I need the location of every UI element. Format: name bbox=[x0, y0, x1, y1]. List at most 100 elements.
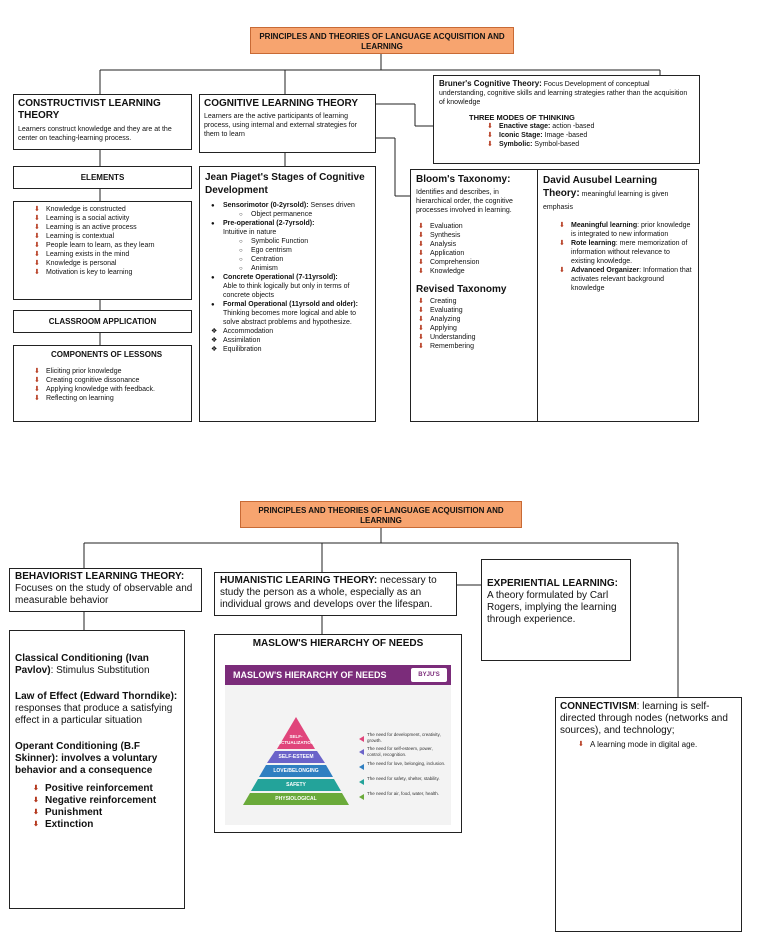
component-item: Reflecting on learning bbox=[46, 394, 187, 403]
piaget-subitem: Ego centrism bbox=[251, 246, 370, 255]
revised-taxonomy-heading: Revised Taxonomy bbox=[416, 284, 532, 296]
piaget-subitem: Object permanence bbox=[251, 210, 370, 219]
elements-list: Knowledge is constructedLearning is a so… bbox=[46, 205, 187, 277]
piaget-s1-bold: Sensorimotor (0-2yrsold): bbox=[223, 202, 309, 209]
need-text-3: The need for love, belonging, inclusion. bbox=[367, 761, 447, 767]
maslow-heading: MASLOW'S HIERARCHY OF NEEDS bbox=[215, 638, 461, 649]
ausubel-box: David Ausubel Learning Theory: meaningfu… bbox=[537, 169, 699, 422]
behaviorist-heading: BEHAVIORIST LEARNING THEORY: bbox=[15, 571, 196, 583]
element-item: Learning is a social activity bbox=[46, 214, 187, 223]
piaget-subitem: Symbolic Function bbox=[251, 237, 370, 246]
connectivism-text-block: CONNECTIVISM: learning is self-directed … bbox=[560, 701, 737, 737]
level-physiological: PHYSIOLOGICAL bbox=[243, 795, 349, 803]
elements-box: ELEMENTS bbox=[13, 166, 192, 189]
constructivist-heading: CONSTRUCTIVIST LEARNING THEORY bbox=[18, 98, 187, 122]
element-item: Knowledge is constructed bbox=[46, 205, 187, 214]
bruner-mode-item-bold: Symbolic: bbox=[499, 141, 532, 148]
operant-item: Punishment bbox=[45, 807, 179, 819]
classical-text: : Stimulus Substitution bbox=[51, 665, 150, 676]
piaget-s4-text: Thinking becomes more logical and able t… bbox=[223, 310, 356, 326]
ausubel-item-bold: Advanced Organizer bbox=[571, 267, 639, 274]
ausubel-item: Rote learning: mere memorization of info… bbox=[571, 239, 693, 266]
humanistic-box: HUMANISTIC LEARING THEORY: necessary to … bbox=[214, 572, 457, 616]
piaget-heading: Jean Piaget's Stages of Cognitive Develo… bbox=[205, 171, 370, 197]
piaget-stage-2: Pre-operational (2-7yrsold):Intuitive in… bbox=[223, 219, 370, 273]
experiential-box: EXPERIENTIAL LEARNING: A theory formulat… bbox=[481, 559, 631, 661]
bruner-heading: Bruner's Cognitive Theory: bbox=[439, 79, 542, 88]
bruner-modes-heading: THREE MODES OF THINKING bbox=[469, 113, 694, 122]
level-love-belonging: LOVE/BELONGING bbox=[259, 767, 333, 775]
piaget-s1-sublist: Object permanence bbox=[251, 210, 370, 219]
humanistic-text-block: HUMANISTIC LEARING THEORY: necessary to … bbox=[220, 575, 451, 611]
constructivist-box: CONSTRUCTIVIST LEARNING THEORY Learners … bbox=[13, 94, 192, 150]
revised-item: Analyzing bbox=[430, 315, 532, 324]
need-arrow-2 bbox=[359, 749, 364, 755]
element-item: Learning exists in the mind bbox=[46, 250, 187, 259]
connectivism-list: A learning mode in digital age. bbox=[590, 740, 737, 750]
components-list: Eliciting prior knowledgeCreating cognit… bbox=[46, 367, 187, 403]
piaget-s2-sublist: Symbolic FunctionEgo centrismCentrationA… bbox=[251, 237, 370, 273]
ausubel-item: Advanced Organizer: Information that act… bbox=[571, 266, 693, 293]
piaget-extra-item: Accommodation bbox=[223, 327, 370, 336]
component-item: Eliciting prior knowledge bbox=[46, 367, 187, 376]
constructivist-text: Learners construct knowledge and they ar… bbox=[18, 125, 187, 143]
bruner-mode-item-bold: Iconic Stage: bbox=[499, 132, 543, 139]
bloom-text: Identifies and describes, in hierarchica… bbox=[416, 188, 532, 215]
bruner-mode-item-text: Symbol-based bbox=[532, 141, 579, 148]
experiential-heading: EXPERIENTIAL LEARNING: bbox=[487, 578, 618, 589]
ausubel-item-bold: Rote learning bbox=[571, 240, 616, 247]
component-item: Creating cognitive dissonance bbox=[46, 376, 187, 385]
need-text-1: The need for development, creativity, gr… bbox=[367, 732, 447, 743]
page1-title-text: PRINCIPLES AND THEORIES OF LANGUAGE ACQU… bbox=[259, 32, 504, 51]
experiential-text-block: EXPERIENTIAL LEARNING: A theory formulat… bbox=[487, 578, 625, 626]
bruner-modes-list: Enactive stage: action -basedIconic Stag… bbox=[499, 122, 694, 149]
revised-item: Understanding bbox=[430, 333, 532, 342]
law-of-effect: Law of Effect (Edward Thorndike): respon… bbox=[15, 691, 179, 727]
component-item: Applying knowledge with feedback. bbox=[46, 385, 187, 394]
cognitive-text: Learners are the active participants of … bbox=[204, 112, 371, 139]
connectivism-item: A learning mode in digital age. bbox=[590, 740, 737, 750]
effect-text: responses that produce a satisfying effe… bbox=[15, 703, 172, 726]
bloom-heading: Bloom's Taxonomy: bbox=[416, 174, 532, 186]
operant-item: Positive reinforcement bbox=[45, 783, 179, 795]
behaviorist-text: Focuses on the study of observable and m… bbox=[15, 583, 196, 607]
revised-item: Creating bbox=[430, 297, 532, 306]
piaget-stage-3: Concrete Operational (7-11yrsold): Able t… bbox=[223, 273, 370, 300]
bloom-item: Application bbox=[430, 249, 532, 258]
piaget-extra-item: Assimilation bbox=[223, 336, 370, 345]
need-arrow-4 bbox=[359, 779, 364, 785]
bruner-mode-item: Enactive stage: action -based bbox=[499, 122, 694, 131]
connectivism-box: CONNECTIVISM: learning is self-directed … bbox=[555, 697, 742, 932]
cognitive-box: COGNITIVE LEARNING THEORY Learners are t… bbox=[199, 94, 376, 153]
page2-title-text: PRINCIPLES AND THEORIES OF LANGUAGE ACQU… bbox=[258, 506, 503, 525]
element-item: Learning is contextual bbox=[46, 232, 187, 241]
experiential-text: A theory formulated by Carl Rogers, impl… bbox=[487, 590, 617, 625]
revised-item: Evaluating bbox=[430, 306, 532, 315]
connectivism-heading: CONNECTIVISM bbox=[560, 701, 637, 712]
bruner-mode-item: Symbolic: Symbol-based bbox=[499, 140, 694, 149]
maslow-image: MASLOW'S HIERARCHY OF NEEDS BYJU'S SELF-… bbox=[225, 665, 451, 825]
need-text-2: The need for self-esteem, power, control… bbox=[367, 746, 447, 757]
bloom-item: Evaluation bbox=[430, 222, 532, 231]
need-text-5: The need for air, food, water, health. bbox=[367, 791, 447, 797]
elements-heading: ELEMENTS bbox=[14, 167, 191, 188]
classroom-box: CLASSROOM APPLICATION bbox=[13, 310, 192, 333]
piaget-s3-bold: Concrete Operational (7-11yrsold): bbox=[223, 274, 338, 281]
piaget-s3-text: Able to think logically but only in term… bbox=[223, 283, 349, 299]
cognitive-heading: COGNITIVE LEARNING THEORY bbox=[204, 98, 371, 110]
humanistic-heading: HUMANISTIC LEARING THEORY: bbox=[220, 575, 377, 586]
piaget-s1-text: Senses driven bbox=[309, 202, 355, 209]
piaget-subitem: Animism bbox=[251, 264, 370, 273]
components-heading: COMPONENTS OF LESSONS bbox=[26, 349, 187, 360]
revised-item: Applying bbox=[430, 324, 532, 333]
bloom-item: Comprehension bbox=[430, 258, 532, 267]
revised-item: Remembering bbox=[430, 342, 532, 351]
ausubel-item: Meaningful learning: prior knowledge is … bbox=[571, 221, 693, 239]
piaget-stage-4: Formal Operational (11yrsold and older):… bbox=[223, 300, 370, 327]
bruner-text-block: Bruner's Cognitive Theory: Focus Develop… bbox=[439, 79, 694, 107]
revised-list: CreatingEvaluatingAnalyzingApplyingUnder… bbox=[430, 297, 532, 351]
need-arrow-3 bbox=[359, 764, 364, 770]
bruner-box: Bruner's Cognitive Theory: Focus Develop… bbox=[433, 75, 700, 164]
bruner-mode-item: Iconic Stage: Image -based bbox=[499, 131, 694, 140]
bloom-item: Knowledge bbox=[430, 267, 532, 276]
